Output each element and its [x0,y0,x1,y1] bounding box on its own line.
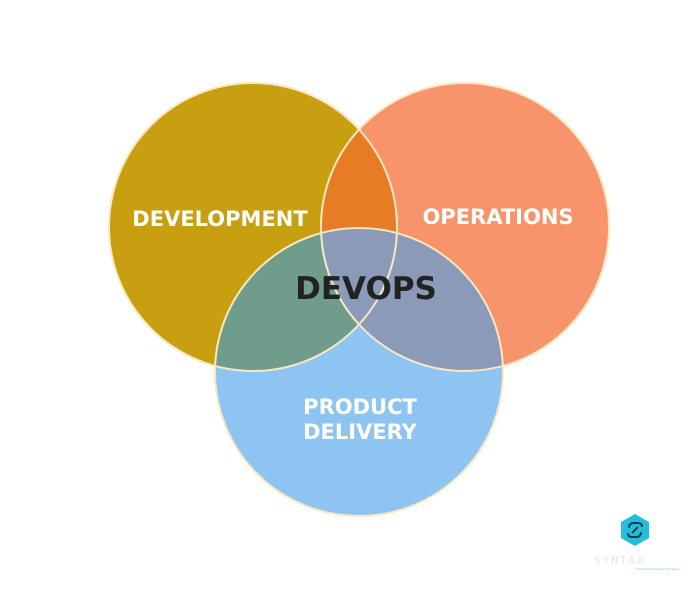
devops-center-label: DEVOPS [295,271,437,307]
operations-label: OPERATIONS [422,205,573,229]
operations-product-overlap [321,228,503,371]
development-circle-outline [108,82,398,372]
brand-tagline: The Cloud Services Company [636,567,680,571]
product-label: PRODUCT [303,395,417,419]
operations-circle-outline [320,82,610,372]
development-product-overlap [215,228,397,371]
delivery-label: DELIVERY [303,420,418,444]
brand-wordmark: SYNTAX [594,554,646,567]
product-delivery-circle-outline [214,227,504,517]
development-label: DEVELOPMENT [132,207,308,231]
hexagon-link-icon [621,514,649,546]
